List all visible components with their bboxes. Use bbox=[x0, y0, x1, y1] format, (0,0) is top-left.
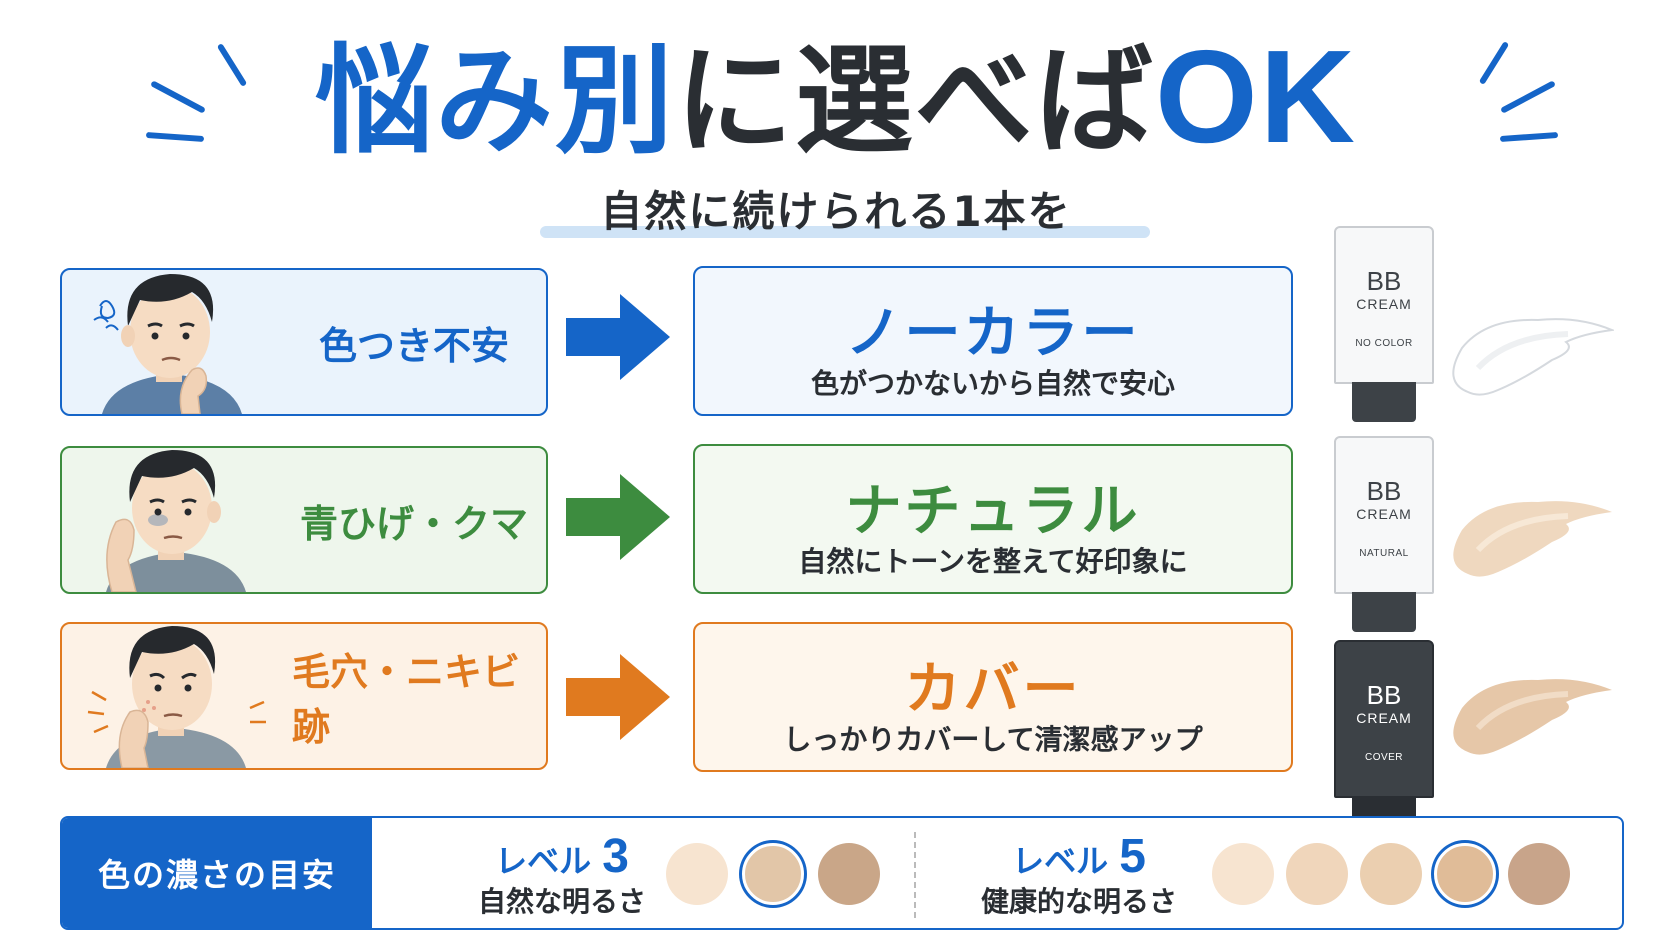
arrow-right-icon bbox=[566, 474, 670, 560]
level-3-label: レベル 3 自然な明るさ bbox=[462, 833, 662, 920]
worry-box-cover: 毛穴・ニキビ跡 bbox=[60, 622, 548, 770]
tube-variant-label: COVER bbox=[1364, 752, 1404, 763]
worry-box-natural: 青ひげ・クマ bbox=[60, 446, 548, 594]
solution-name: ノーカラー bbox=[845, 301, 1141, 366]
tired-man-icon bbox=[106, 450, 246, 592]
shade-dot bbox=[1508, 843, 1570, 905]
shade-dot bbox=[1286, 843, 1348, 905]
worry-label: 毛穴・ニキビ跡 bbox=[292, 650, 521, 749]
solution-desc: 色がつかないから自然で安心 bbox=[810, 367, 1175, 400]
level-desc: 自然な明るさ bbox=[477, 885, 646, 918]
solution-name: ナチュラル bbox=[845, 479, 1141, 544]
worried-man-icon bbox=[93, 274, 242, 414]
worry-label: 色つき不安 bbox=[318, 323, 509, 368]
bb-cream-tube-no-color: BB CREAM NO COLOR bbox=[1334, 226, 1434, 422]
tube-cream-label: CREAM bbox=[1356, 506, 1412, 522]
worry-label: 青ひげ・クマ bbox=[299, 501, 528, 546]
solution-box-cover: カバー しっかりカバーして清潔感アップ bbox=[693, 622, 1293, 772]
solution-box-natural: ナチュラル 自然にトーンを整えて好印象に bbox=[693, 444, 1293, 594]
divider bbox=[914, 832, 916, 918]
tube-body bbox=[1334, 226, 1434, 384]
level-word: レベル bbox=[495, 842, 592, 880]
arrow-right-icon bbox=[566, 294, 670, 380]
tube-body bbox=[1334, 640, 1434, 798]
bb-cream-tube-natural: BB CREAM NATURAL bbox=[1334, 436, 1434, 632]
cream-swatch-icon bbox=[1453, 501, 1612, 577]
level-desc: 健康的な明るさ bbox=[980, 885, 1177, 918]
shade-dot-selected bbox=[742, 843, 804, 905]
shade-dot bbox=[1360, 843, 1422, 905]
bb-cream-tube-cover: BB CREAM COVER bbox=[1334, 640, 1434, 836]
tube-cap bbox=[1352, 592, 1416, 632]
subtitle: 自然に続けられる1本を bbox=[600, 187, 1072, 236]
arrow-right-icon bbox=[566, 654, 670, 740]
tube-bb-label: BB bbox=[1366, 476, 1402, 506]
tube-cream-label: CREAM bbox=[1356, 296, 1412, 312]
tube-bb-label: BB bbox=[1366, 266, 1402, 296]
shade-dot bbox=[1212, 843, 1274, 905]
title-part-2: に選べば bbox=[675, 32, 1156, 170]
shade-guide: 色の濃さの目安 レベル 3 自然な明るさ レベル 5 健康的な明るさ bbox=[60, 816, 1624, 930]
tube-variant-label: NATURAL bbox=[1359, 548, 1409, 559]
shade-dot bbox=[666, 843, 728, 905]
subtitle-underline bbox=[540, 226, 1150, 238]
title-part-1: 悩み別 bbox=[314, 32, 675, 170]
solution-box-no-color: ノーカラー 色がつかないから自然で安心 bbox=[693, 266, 1293, 416]
tube-body bbox=[1334, 436, 1434, 594]
level-5-label: レベル 5 健康的な明るさ bbox=[964, 833, 1194, 920]
cream-swatch-icon bbox=[1453, 679, 1612, 755]
guide-heading: 色の濃さの目安 bbox=[62, 818, 372, 928]
solution-desc: 自然にトーンを整えて好印象に bbox=[798, 545, 1188, 578]
shade-dot-selected bbox=[1434, 843, 1496, 905]
tube-bb-label: BB bbox=[1366, 680, 1402, 710]
level-word: レベル bbox=[1012, 842, 1109, 880]
worry-box-no-color: 色つき不安 bbox=[60, 268, 548, 416]
tube-cap bbox=[1352, 382, 1416, 422]
level-number: 3 bbox=[602, 830, 629, 883]
cream-swatch-icon bbox=[1452, 318, 1614, 396]
level-number: 5 bbox=[1119, 830, 1146, 883]
solution-desc: しっかりカバーして清潔感アップ bbox=[783, 723, 1203, 756]
tube-cream-label: CREAM bbox=[1356, 710, 1412, 726]
tube-variant-label: NO COLOR bbox=[1355, 338, 1413, 349]
shade-dot bbox=[818, 843, 880, 905]
page-title: 悩み別に選べばOK bbox=[0, 22, 1672, 176]
concerned-man-icon bbox=[87, 626, 266, 768]
solution-name: カバー bbox=[904, 657, 1082, 722]
title-part-3: OK bbox=[1155, 23, 1358, 170]
